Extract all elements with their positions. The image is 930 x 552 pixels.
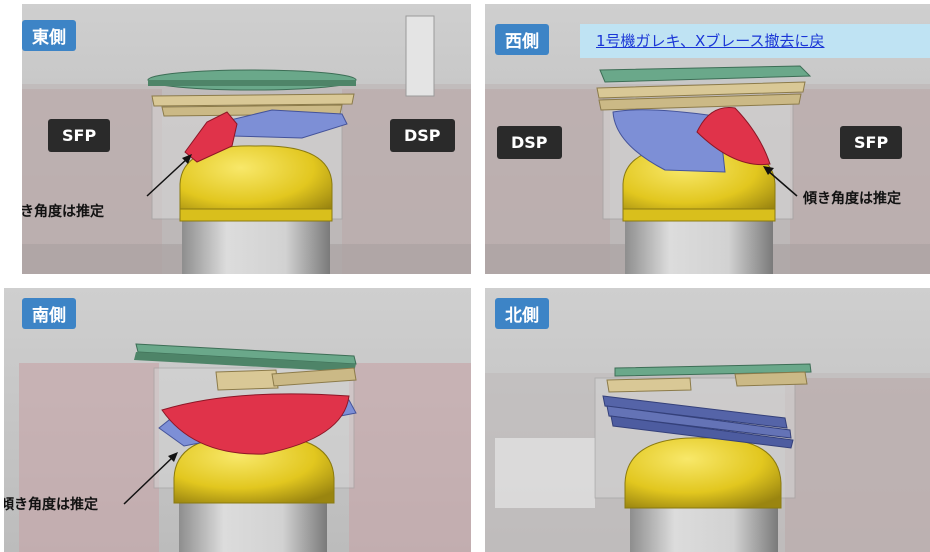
badge-east: 東側 [22,20,76,51]
banner-link-back[interactable]: 1号機ガレキ、Xブレース撤去に戻 [580,24,930,58]
label-dsp-west: DSP [497,126,562,159]
label-sfp-east: SFP [48,119,111,152]
badge-south: 南側 [22,298,76,329]
south-scene-illustration [4,288,471,552]
note-east: 傾き角度は推定 [22,204,104,220]
panel-east: 東側 SFP DSP 傾き角度は推定 [22,4,471,274]
label-sfp-west: SFP [840,126,903,159]
badge-north: 北側 [495,298,549,329]
panel-west: 西側 DSP SFP 傾き角度は推定 [485,4,930,274]
label-dsp-east: DSP [390,119,455,152]
note-south: 傾き角度は推定 [4,497,98,513]
note-west: 傾き角度は推定 [803,191,901,207]
badge-west: 西側 [495,24,549,55]
panel-south: 南側 傾き角度は推定 [4,288,471,552]
panel-north: 北側 [485,288,930,552]
north-scene-illustration [485,288,930,552]
